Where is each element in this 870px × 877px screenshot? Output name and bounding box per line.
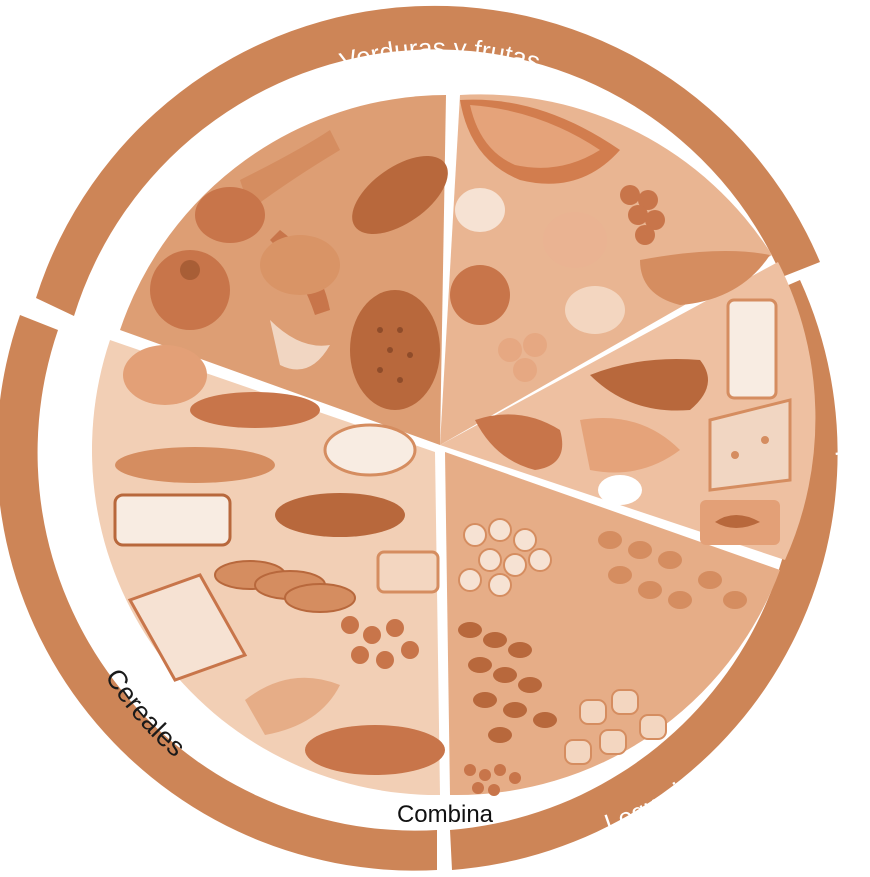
label-combina: Combina (397, 801, 494, 828)
food-wedges (92, 94, 815, 795)
